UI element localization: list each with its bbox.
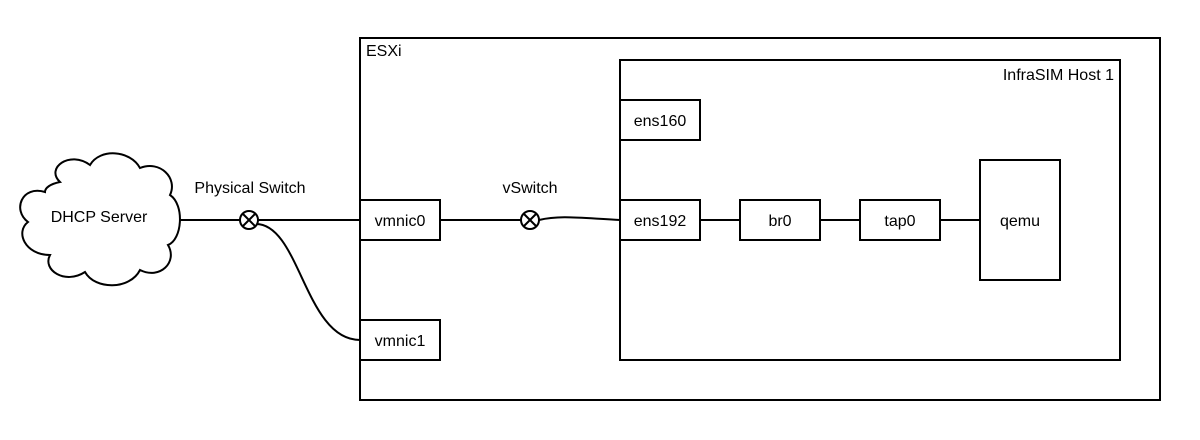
vswitch-icon [520, 210, 540, 230]
wire-vswitch-to-ens192 [538, 216, 621, 221]
qemu-node: qemu [979, 159, 1061, 281]
physical-switch-icon [239, 210, 259, 230]
wire-physical-switch-to-vmnic1 [255, 223, 361, 341]
ens192-node: ens192 [619, 199, 701, 241]
esxi-label: ESXi [366, 43, 402, 60]
vswitch-label: vSwitch [502, 180, 557, 197]
qemu-label: qemu [1000, 213, 1040, 230]
vmnic0-label: vmnic0 [375, 213, 426, 230]
physical-switch-label: Physical Switch [194, 180, 305, 197]
ens160-node: ens160 [619, 99, 701, 141]
dhcp-server-cloud: DHCP Server [19, 152, 181, 287]
ens160-label: ens160 [634, 113, 687, 130]
vmnic1-node: vmnic1 [359, 319, 441, 361]
br0-label: br0 [768, 213, 791, 230]
tap0-label: tap0 [884, 213, 915, 230]
ens192-label: ens192 [634, 213, 687, 230]
vmnic0-node: vmnic0 [359, 199, 441, 241]
infrasim-host-label: InfraSIM Host 1 [1003, 67, 1114, 84]
vmnic1-label: vmnic1 [375, 333, 426, 350]
br0-node: br0 [739, 199, 821, 241]
dhcp-server-label: DHCP Server [51, 209, 148, 226]
tap0-node: tap0 [859, 199, 941, 241]
